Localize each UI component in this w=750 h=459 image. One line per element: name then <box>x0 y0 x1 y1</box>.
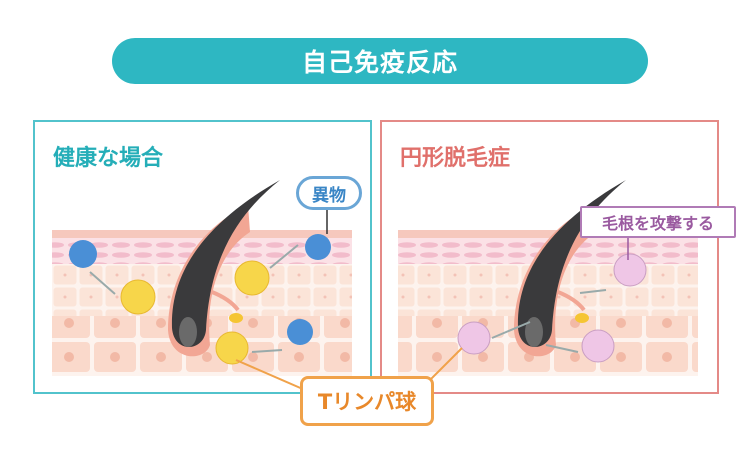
t-cell-healthy-icon <box>120 260 270 365</box>
panel-title-alopecia: 円形脱毛症 <box>400 146 511 171</box>
panel-title-healthy: 健康な場合 <box>53 146 164 171</box>
page-title: 自己免疫反応 <box>301 48 458 77</box>
hair-follicle-alopecia <box>514 180 626 357</box>
sword-icon <box>89 244 299 353</box>
t-cell-autoimmune-icon <box>457 253 647 363</box>
sword-icon <box>491 289 607 353</box>
t-lymphocyte-label: Tリンパ球 <box>300 376 434 426</box>
title-banner: 自己免疫反応 <box>112 38 648 84</box>
foreign-body-label: 異物 <box>296 176 362 210</box>
foreign-body-icon <box>69 234 331 345</box>
attack-hair-root-label: 毛根を攻撃する <box>580 206 736 238</box>
hair-follicle-healthy <box>168 180 280 357</box>
